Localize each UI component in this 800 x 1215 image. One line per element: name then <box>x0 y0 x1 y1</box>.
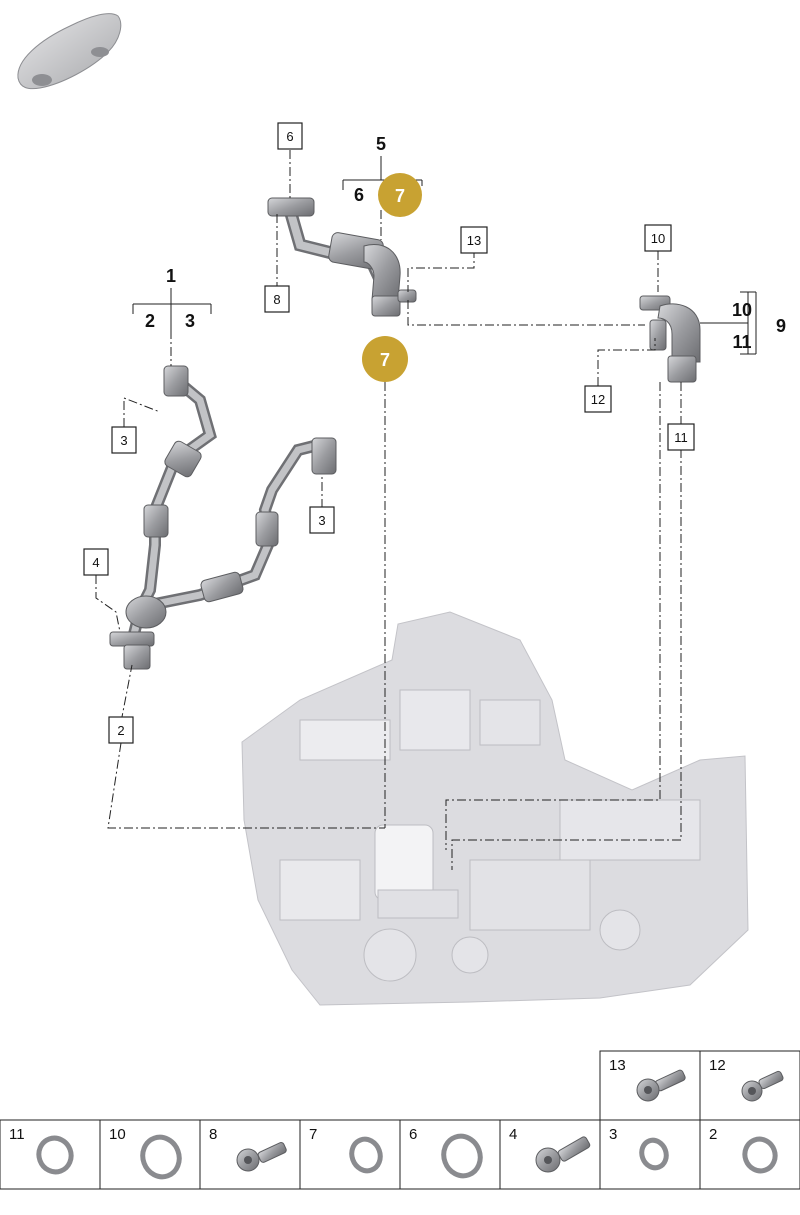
legend-cell-8[interactable]: 8 <box>199 1119 301 1190</box>
group-9-side: 9 <box>776 316 786 336</box>
callout-2[interactable]: 2 <box>108 716 134 744</box>
badge-7: 7 <box>362 336 408 382</box>
callout-12[interactable]: 12 <box>584 385 612 413</box>
group-1-bracket: 1 2 3 <box>132 266 212 331</box>
legend-cell-7[interactable]: 7 <box>299 1119 401 1190</box>
engine-block-icon <box>241 611 749 1006</box>
svg-text:6: 6 <box>409 1126 417 1143</box>
svg-text:13: 13 <box>609 1057 626 1074</box>
oil-line-assembly-left <box>109 365 337 670</box>
seal-ring-icon <box>349 1136 383 1174</box>
svg-text:8: 8 <box>209 1126 217 1143</box>
group-9-bottom: 11 <box>732 332 751 352</box>
svg-text:8: 8 <box>273 292 280 307</box>
svg-text:11: 11 <box>674 430 688 445</box>
group-5-left: 6 <box>354 185 364 205</box>
group-5-badge-label: 7 <box>395 186 405 206</box>
callout-3-upper[interactable]: 3 <box>111 426 137 454</box>
svg-text:13: 13 <box>467 233 481 248</box>
group-1-right: 3 <box>185 311 195 331</box>
legend-cell-4[interactable]: 4 <box>499 1119 601 1190</box>
oil-line-assembly-top <box>267 197 417 317</box>
bolt-icon <box>236 1142 287 1172</box>
group-1-title: 1 <box>166 266 176 286</box>
svg-text:4: 4 <box>92 555 99 570</box>
callout-3-lower[interactable]: 3 <box>309 506 335 534</box>
svg-text:12: 12 <box>709 1057 726 1074</box>
group-9-top: 10 <box>732 300 752 320</box>
group-9-bracket: 10 11 9 <box>700 291 786 355</box>
leader-lines <box>95 150 682 870</box>
svg-text:3: 3 <box>120 433 127 448</box>
callout-11[interactable]: 11 <box>667 423 695 451</box>
group-5-bracket: 5 6 7 <box>342 134 423 217</box>
car-silhouette-icon <box>17 13 122 90</box>
badge-7-label: 7 <box>380 350 390 370</box>
callout-13[interactable]: 13 <box>460 226 488 254</box>
svg-text:2: 2 <box>117 723 124 738</box>
group-5-title: 5 <box>376 134 386 154</box>
legend-cell-12[interactable]: 12 <box>699 1050 800 1121</box>
callout-6[interactable]: 6 <box>277 122 303 150</box>
bolt-icon <box>535 1136 591 1173</box>
bolt-icon <box>636 1069 686 1102</box>
oil-line-elbow-right <box>639 295 701 383</box>
callout-4[interactable]: 4 <box>83 548 109 576</box>
seal-ring-icon <box>742 1136 778 1174</box>
svg-text:12: 12 <box>591 392 605 407</box>
seal-ring-icon <box>36 1135 74 1175</box>
legend-cell-3[interactable]: 3 <box>599 1119 701 1190</box>
svg-text:7: 7 <box>309 1126 317 1143</box>
svg-text:2: 2 <box>709 1126 717 1143</box>
group-1-left: 2 <box>145 311 155 331</box>
legend-cell-6[interactable]: 6 <box>399 1119 501 1190</box>
svg-text:3: 3 <box>318 513 325 528</box>
legend-cell-13[interactable]: 13 <box>599 1050 701 1121</box>
svg-text:11: 11 <box>9 1126 25 1143</box>
seal-ring-icon <box>639 1137 669 1171</box>
svg-text:10: 10 <box>109 1126 126 1143</box>
callout-10[interactable]: 10 <box>644 224 672 252</box>
svg-text:4: 4 <box>509 1126 517 1143</box>
svg-text:10: 10 <box>651 231 665 246</box>
callout-8[interactable]: 8 <box>264 285 290 313</box>
legend-cell-11[interactable]: 11 <box>0 1119 101 1190</box>
group-5-badge <box>378 173 422 217</box>
legend-cell-10[interactable]: 10 <box>99 1119 201 1190</box>
svg-text:6: 6 <box>286 129 293 144</box>
bolt-icon <box>741 1070 784 1102</box>
seal-ring-icon <box>441 1133 483 1179</box>
legend-cell-2[interactable]: 2 <box>699 1119 800 1190</box>
svg-text:3: 3 <box>609 1126 617 1143</box>
seal-ring-icon <box>140 1134 182 1180</box>
